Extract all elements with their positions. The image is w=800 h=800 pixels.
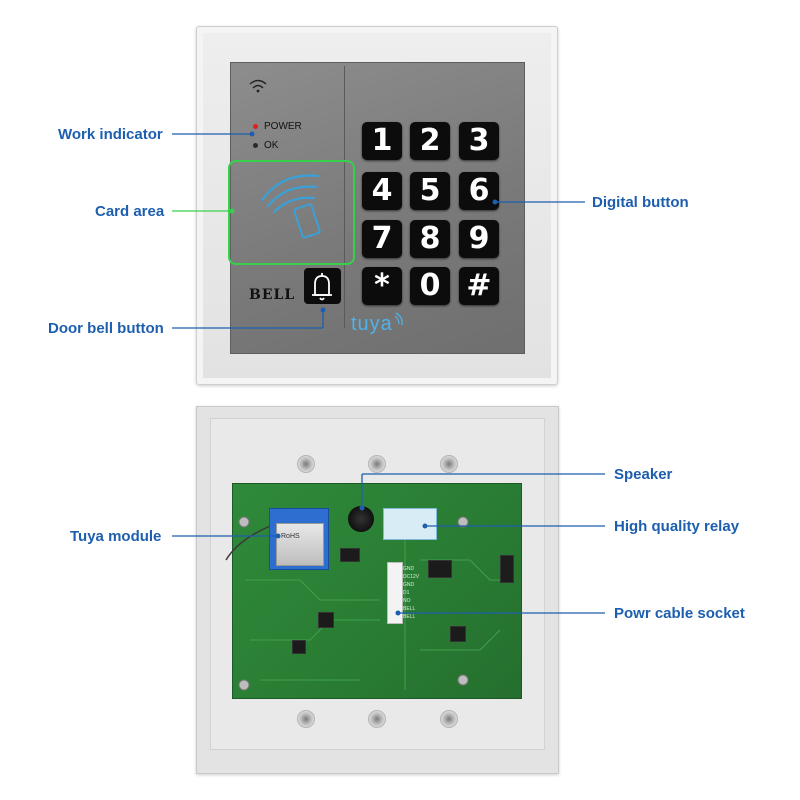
mount-hole: [297, 455, 315, 473]
socket-mark: GND: [403, 566, 415, 572]
label-speaker: Speaker: [614, 466, 673, 483]
mount-hole: [297, 710, 315, 728]
socket-mark: D1: [403, 590, 410, 596]
socket-mark: BELL: [403, 606, 416, 612]
module-shield: [276, 523, 324, 566]
power-led-label: POWER: [264, 121, 302, 132]
key-1[interactable]: 1: [362, 122, 402, 160]
ok-led-label: OK: [264, 140, 279, 151]
ic-chip: [450, 626, 466, 642]
ic-chip: [340, 548, 360, 562]
socket-mark: GND: [403, 582, 415, 588]
label-card-area: Card area: [95, 203, 165, 220]
label-door-bell-button: Door bell button: [48, 320, 164, 337]
power-cable-socket: [387, 562, 403, 624]
socket-mark: NO: [403, 598, 411, 604]
door-bell-button[interactable]: [304, 268, 341, 304]
label-work-indicator: Work indicator: [58, 126, 163, 143]
mount-hole: [440, 455, 458, 473]
key-star[interactable]: *: [362, 267, 402, 305]
key-hash[interactable]: #: [459, 267, 499, 305]
mount-hole: [440, 710, 458, 728]
ic-chip: [318, 612, 334, 628]
power-led: [253, 124, 258, 129]
ok-led: [253, 143, 258, 148]
card-area-outline: [228, 160, 355, 265]
tuya-logo: tuya: [351, 313, 393, 335]
mount-hole: [368, 455, 386, 473]
relay-component: [383, 508, 437, 540]
label-power-cable-socket: Powr cable socket: [614, 605, 745, 622]
key-2[interactable]: 2: [410, 122, 450, 160]
ic-chip: [428, 560, 452, 578]
key-5[interactable]: 5: [410, 172, 450, 210]
key-3[interactable]: 3: [459, 122, 499, 160]
speaker-component: [348, 506, 374, 532]
bell-label: BELL: [249, 287, 296, 303]
panel-divider: [344, 66, 345, 328]
label-high-quality-relay: High quality relay: [614, 518, 740, 535]
socket-mark: BELL: [403, 614, 416, 620]
mount-hole: [368, 710, 386, 728]
ic-chip: [292, 640, 306, 654]
socket-mark: DC12V: [403, 574, 420, 580]
key-6[interactable]: 6: [459, 172, 499, 210]
key-0[interactable]: 0: [410, 267, 450, 305]
key-7[interactable]: 7: [362, 220, 402, 258]
label-digital-button: Digital button: [592, 194, 689, 211]
key-4[interactable]: 4: [362, 172, 402, 210]
key-8[interactable]: 8: [410, 220, 450, 258]
key-9[interactable]: 9: [459, 220, 499, 258]
ic-chip: [500, 555, 514, 583]
module-marking: RoHS: [281, 533, 300, 540]
label-tuya-module: Tuya module: [70, 528, 162, 545]
